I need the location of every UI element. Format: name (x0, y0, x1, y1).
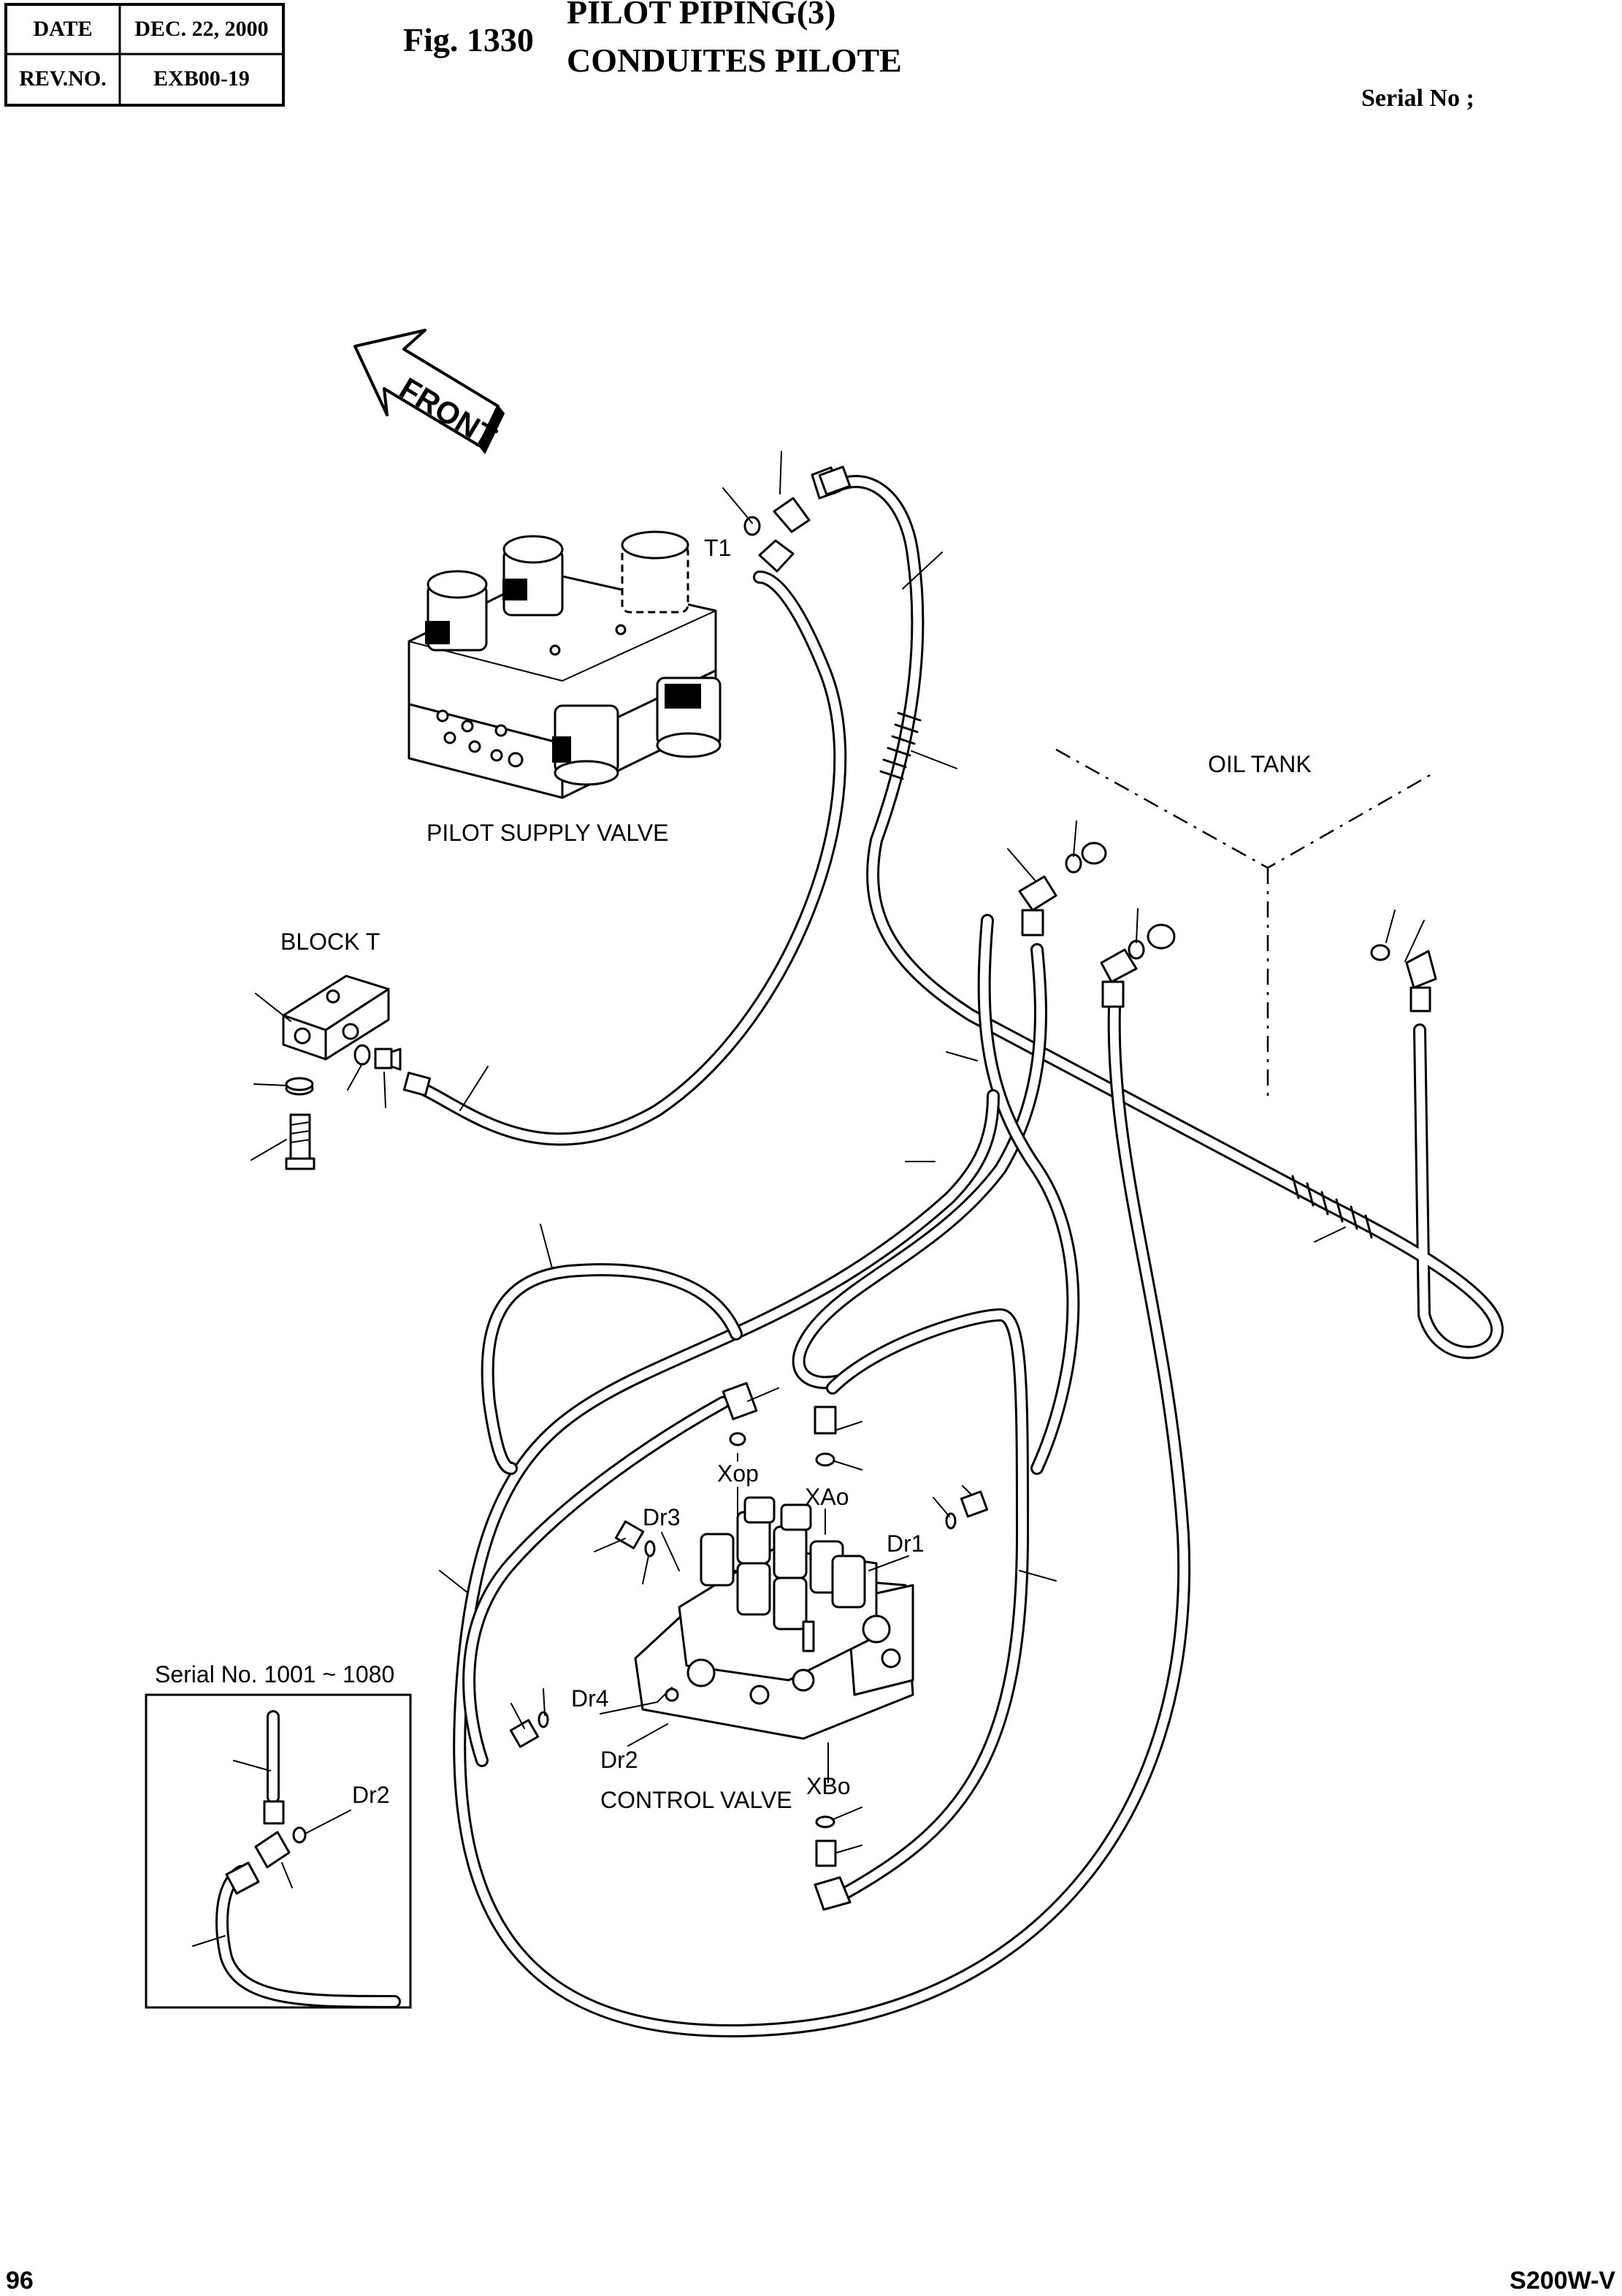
port-label-xao: XAo (805, 1484, 849, 1510)
port-label-dr1: Dr1 (887, 1530, 925, 1557)
rev-label: REV.NO. (19, 66, 106, 91)
hose-xop-to-dr2 (462, 1396, 730, 1767)
control-valve-label: CONTROL VALVE (600, 1787, 792, 1813)
control-valve (634, 1496, 914, 1740)
block-t (282, 975, 402, 1170)
rev-value: EXB00-19 (153, 66, 250, 91)
hose-t1-to-oil-tank (826, 475, 1504, 1359)
protective-spring-wraps (879, 712, 1373, 1239)
hose-xbo-loop (453, 1000, 1191, 2037)
page-number: 96 (6, 2267, 34, 2295)
port-label-dr4: Dr4 (571, 1685, 609, 1712)
hose-xao-to-xbo (826, 1308, 1029, 1899)
oil-tank-label: OIL TANK (1208, 751, 1312, 777)
hose-oil-tank-to-dr3 (977, 914, 1080, 1475)
inset-serial-1001-1080 (145, 1693, 412, 2009)
serial-number-label: Serial No ; (1361, 85, 1474, 112)
pilot-supply-valve (408, 530, 722, 799)
inset-port-label-dr2: Dr2 (352, 1782, 390, 1808)
hose-oil-tank-to-xao (792, 943, 1047, 1389)
port-label-dr3: Dr3 (643, 1504, 681, 1530)
date-value: DEC. 22, 2000 (134, 17, 268, 41)
port-label-dr2: Dr2 (600, 1747, 638, 1773)
control-valve-port-fittings (509, 1381, 989, 1911)
figure-number: Fig. 1330 (403, 21, 534, 58)
t1-elbow-fitting (743, 465, 852, 573)
leader-lines (250, 451, 1425, 1853)
oil-tank-outline (1055, 748, 1432, 1103)
hose-block-t-to-t1 (402, 571, 847, 1146)
pilot-supply-valve-label: PILOT SUPPLY VALVE (426, 820, 668, 846)
model-code: S200W-V (1510, 2267, 1615, 2295)
port-label-xop: Xop (717, 1460, 759, 1487)
block-t-label: BLOCK T (280, 928, 380, 955)
figure-title-en: PILOT PIPING(3) (567, 0, 835, 31)
oil-tank-fittings (1018, 842, 1437, 1012)
date-label: DATE (33, 17, 92, 41)
inset-title: Serial No. 1001 ~ 1080 (155, 1661, 394, 1687)
front-arrow-icon: FRONT (353, 329, 505, 454)
port-label-t1: T1 (704, 535, 731, 561)
header-revision-table: DATE DEC. 22, 2000 REV.NO. EXB00-19 (4, 3, 285, 107)
figure-title-fr: CONDUITES PILOTE (567, 42, 902, 79)
hose-xop-to-dr4 (481, 1263, 743, 1475)
